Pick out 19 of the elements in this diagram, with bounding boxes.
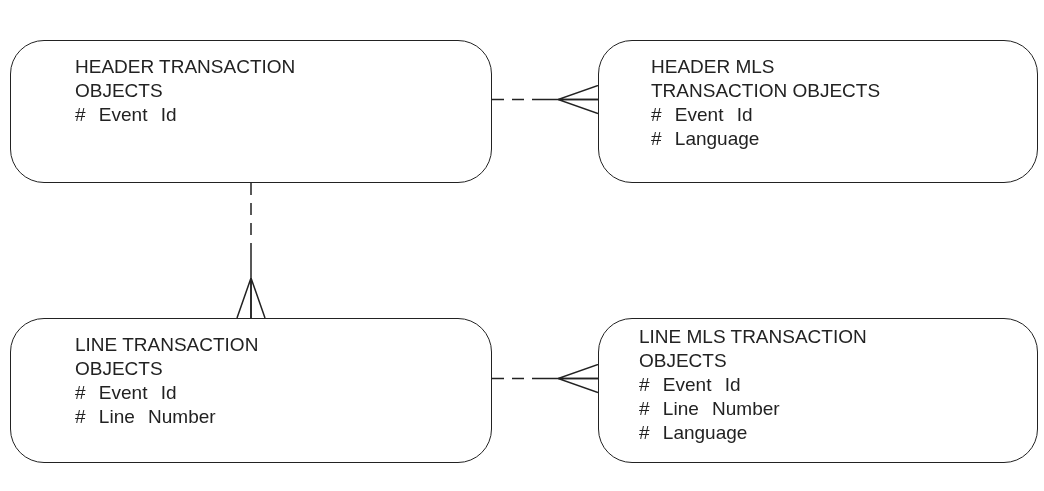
attribute-text: # Event Id — [75, 103, 177, 127]
entity-name: HEADER TRANSACTION OBJECTS — [75, 55, 297, 103]
attribute-text: # Event Id — [639, 373, 741, 397]
attribute-text: # Event Id — [651, 103, 753, 127]
entity-box — [10, 318, 492, 463]
attribute-text: # Line Number — [639, 397, 780, 421]
entity-box — [10, 40, 492, 183]
relationship-line — [491, 84, 599, 115]
relationship-line — [236, 182, 266, 319]
entity-name: LINE TRANSACTION OBJECTS — [75, 333, 260, 381]
entity-name: LINE MLS TRANSACTION OBJECTS — [639, 325, 868, 373]
entity-name: HEADER MLS TRANSACTION OBJECTS — [651, 55, 882, 103]
entity-box — [598, 40, 1038, 183]
attribute-text: # Line Number — [75, 405, 216, 429]
entity-box — [598, 318, 1038, 463]
attribute-text: # Event Id — [75, 381, 177, 405]
attribute-text: # Language — [651, 127, 760, 151]
attribute-text: # Language — [639, 421, 748, 445]
relationship-line — [491, 363, 599, 394]
